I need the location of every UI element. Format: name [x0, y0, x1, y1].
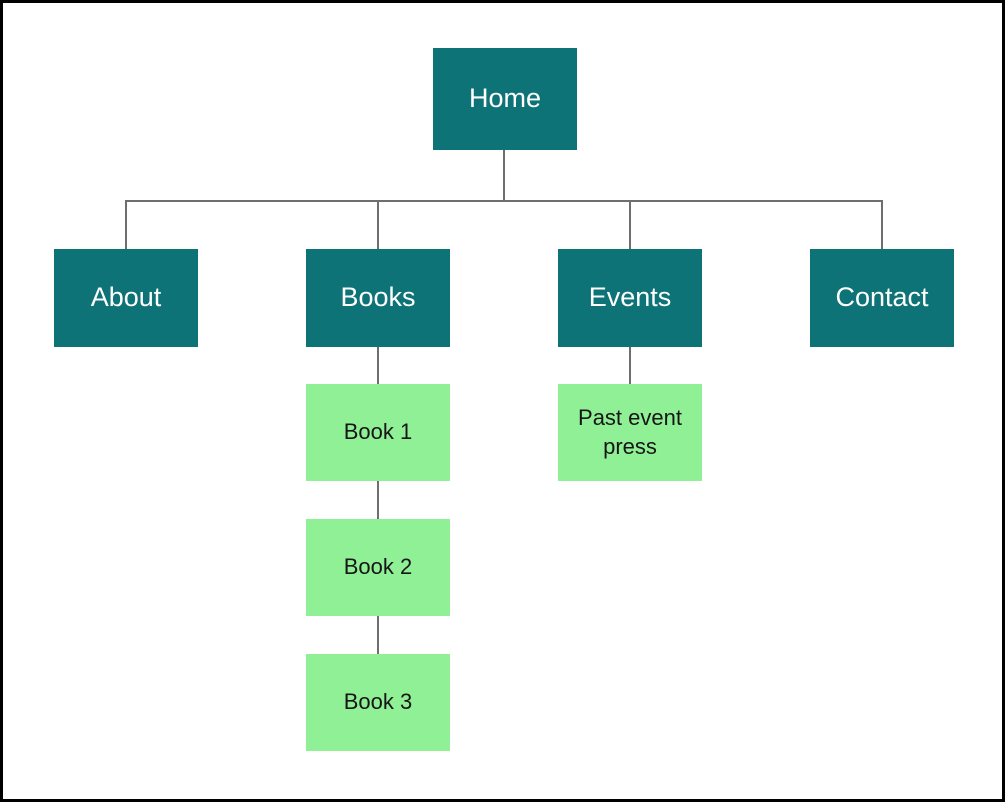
node-home-label: Home	[468, 83, 542, 114]
node-events: Events	[558, 249, 702, 347]
node-events-label: Events	[588, 282, 672, 313]
node-book3: Book 3	[306, 654, 450, 751]
node-contact: Contact	[810, 249, 954, 347]
node-books: Books	[306, 249, 450, 347]
connector-book2-book3	[377, 616, 379, 654]
node-past-event-press-label: Past event press	[578, 404, 682, 459]
connector-events-pastevent	[629, 347, 631, 384]
node-books-label: Books	[340, 282, 416, 313]
node-book3-label: Book 3	[343, 689, 413, 715]
node-book2-label: Book 2	[343, 554, 413, 580]
node-home: Home	[433, 48, 577, 150]
connector-about-drop	[125, 200, 127, 249]
connector-level2-horizontal	[125, 200, 883, 202]
node-book1: Book 1	[306, 384, 450, 481]
node-book2: Book 2	[306, 519, 450, 616]
node-book1-label: Book 1	[343, 419, 413, 445]
connector-books-drop	[377, 200, 379, 249]
connector-events-drop	[629, 200, 631, 249]
node-about: About	[54, 249, 198, 347]
connector-contact-drop	[881, 200, 883, 249]
node-about-label: About	[90, 282, 162, 313]
node-past-event-press: Past event press	[558, 384, 702, 481]
node-contact-label: Contact	[835, 282, 929, 313]
connector-book1-book2	[377, 481, 379, 519]
connector-books-book1	[377, 347, 379, 384]
connector-home-trunk	[503, 150, 505, 201]
